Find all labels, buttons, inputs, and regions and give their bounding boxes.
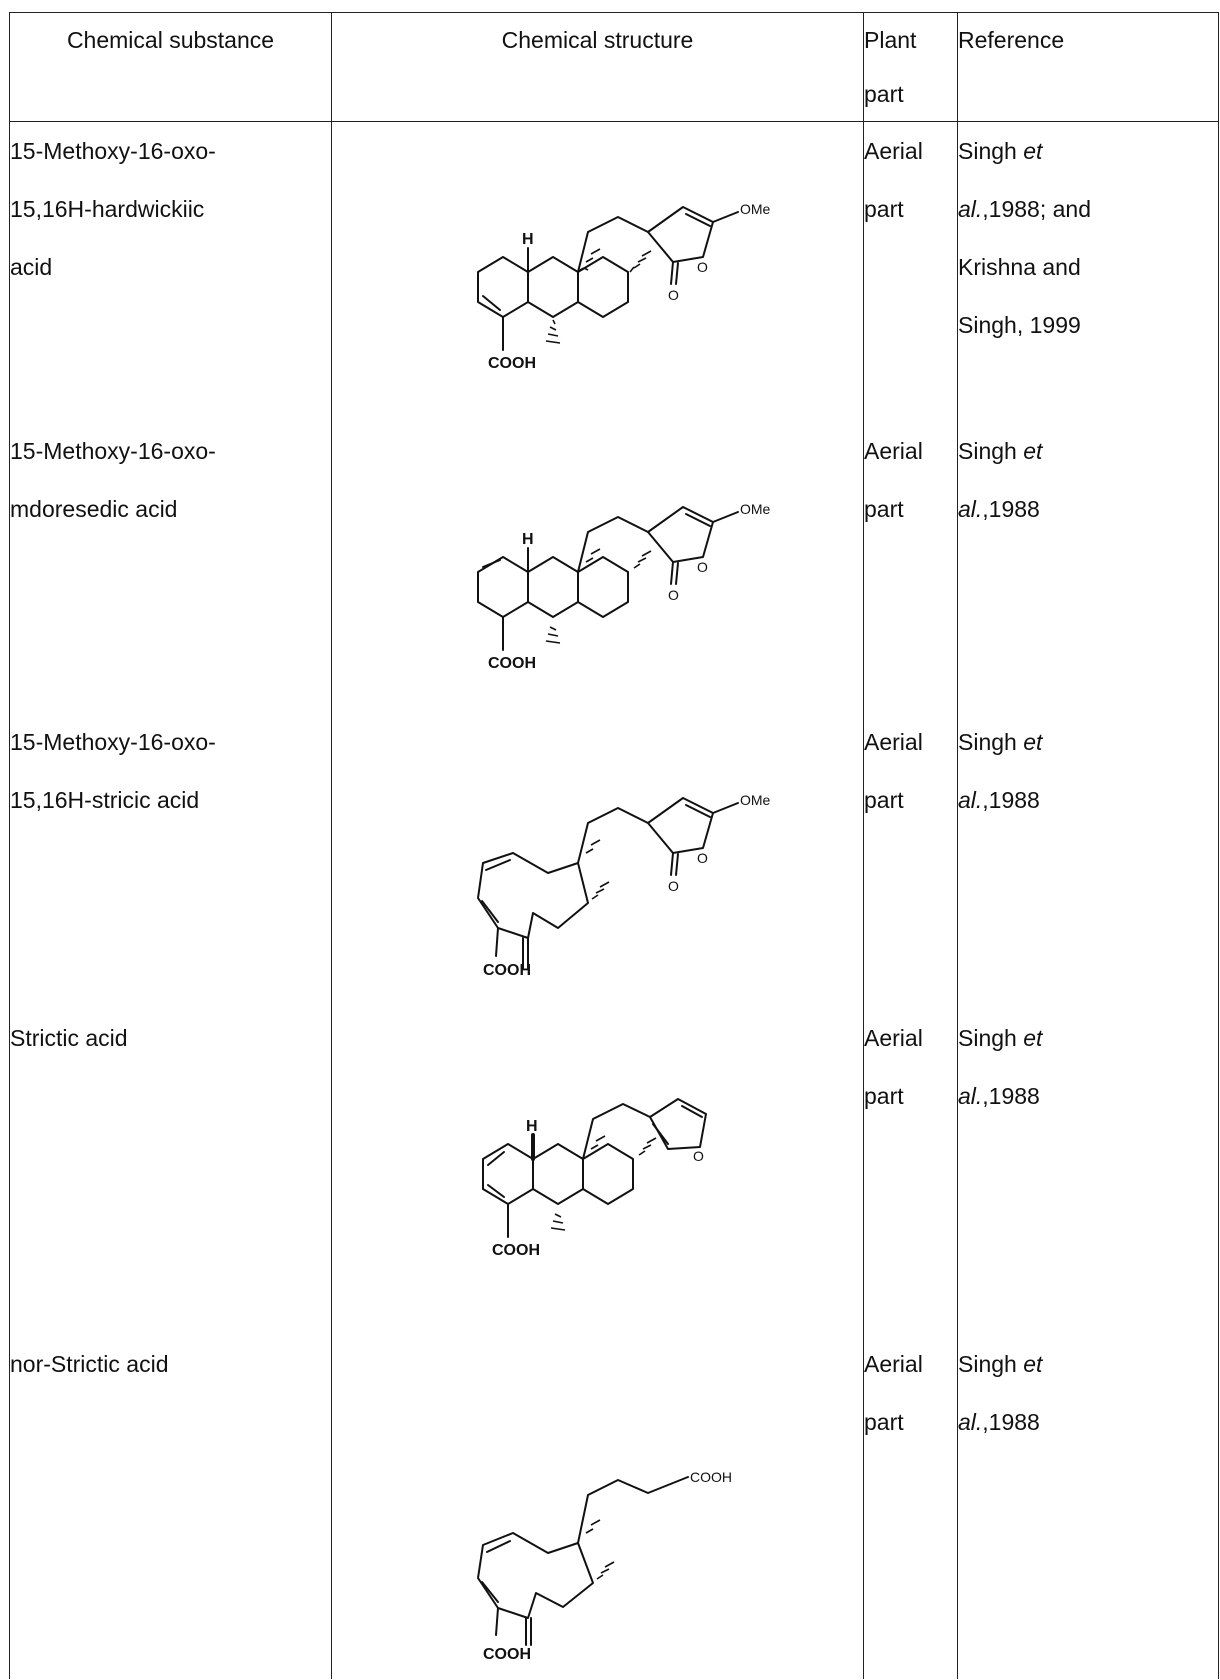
structure-cell: COOH COOH — [331, 1304, 864, 1679]
structure-diagram-4: H O COOH — [481, 1097, 707, 1259]
acid-label: COOH — [492, 1242, 540, 1259]
acid-label: COOH — [483, 1646, 531, 1663]
hydrogen-label: H — [526, 1118, 538, 1135]
header-plant-part: Plant part — [863, 12, 958, 122]
structure-diagram-2: H OMe O O COOH — [476, 501, 771, 672]
table-row: Strictic acid H — [9, 1008, 1219, 1305]
header-row: Chemical substance Chemical structure Pl… — [9, 12, 1219, 122]
table-row: 15-Methoxy-16-oxo- 15,16H-hardwickiic ac… — [9, 121, 1219, 422]
structure-cell: H OMe O O — [331, 121, 864, 422]
header-structure: Chemical structure — [331, 12, 864, 122]
substituent-label: OMe — [740, 501, 771, 517]
reference: Singh et al.,1988 — [957, 712, 1219, 1009]
reference: Singh et al.,1988 — [957, 1008, 1219, 1305]
table-row: 15-Methoxy-16-oxo- mdoresedic acid H — [9, 421, 1219, 713]
hydrogen-label: H — [522, 531, 534, 548]
carbonyl-oxygen-label: O — [668, 587, 679, 603]
acid-label: COOH — [483, 962, 531, 979]
hydrogen-label: H — [522, 231, 534, 248]
substituent-label: OMe — [740, 201, 771, 217]
reference: Singh et al.,1988 — [957, 1304, 1219, 1679]
structure-diagram-1: H OMe O O — [476, 201, 771, 372]
carbonyl-oxygen-label: O — [668, 878, 679, 894]
header-reference: Reference — [957, 12, 1219, 122]
acid-label: COOH — [488, 355, 536, 372]
plant-part: Aerial part — [863, 1008, 958, 1305]
substance-name: Strictic acid — [9, 1008, 332, 1305]
substance-name: nor-Strictic acid — [9, 1304, 332, 1679]
substance-name: 15-Methoxy-16-oxo- 15,16H-hardwickiic ac… — [9, 121, 332, 422]
structure-diagram-5: COOH COOH — [476, 1469, 732, 1663]
acid-label: COOH — [488, 655, 536, 672]
plant-part: Aerial part — [863, 121, 958, 422]
header-plant-part-line2: part — [864, 81, 904, 107]
chemical-table: Chemical substance Chemical structure Pl… — [9, 12, 1219, 1679]
ring-oxygen-label: O — [697, 559, 708, 575]
table-row: 15-Methoxy-16-oxo- 15,16H-stricic acid — [9, 712, 1219, 1009]
header-substance: Chemical substance — [9, 12, 332, 122]
side-acid-label: COOH — [690, 1469, 732, 1485]
structure-diagram-3: OMe O O COOH — [476, 792, 771, 979]
structure-cell: OMe O O COOH — [331, 712, 864, 1009]
substance-name: 15-Methoxy-16-oxo- 15,16H-stricic acid — [9, 712, 332, 1009]
ring-oxygen-label: O — [697, 850, 708, 866]
plant-part: Aerial part — [863, 421, 958, 713]
structure-cell: H OMe O O COOH — [331, 421, 864, 713]
substituent-label: OMe — [740, 792, 771, 808]
structure-cell: H O COOH — [331, 1008, 864, 1305]
carbonyl-oxygen-label: O — [668, 287, 679, 303]
substance-name: 15-Methoxy-16-oxo- mdoresedic acid — [9, 421, 332, 713]
reference: Singh et al.,1988 — [957, 421, 1219, 713]
plant-part: Aerial part — [863, 1304, 958, 1679]
ring-oxygen-label: O — [693, 1148, 704, 1164]
reference: Singh et al.,1988; and Krishna and Singh… — [957, 121, 1219, 422]
header-plant-part-line1: Plant — [864, 27, 917, 53]
table-row: nor-Strictic acid COOH COOH — [9, 1304, 1219, 1679]
plant-part: Aerial part — [863, 712, 958, 1009]
ring-oxygen-label: O — [697, 259, 708, 275]
